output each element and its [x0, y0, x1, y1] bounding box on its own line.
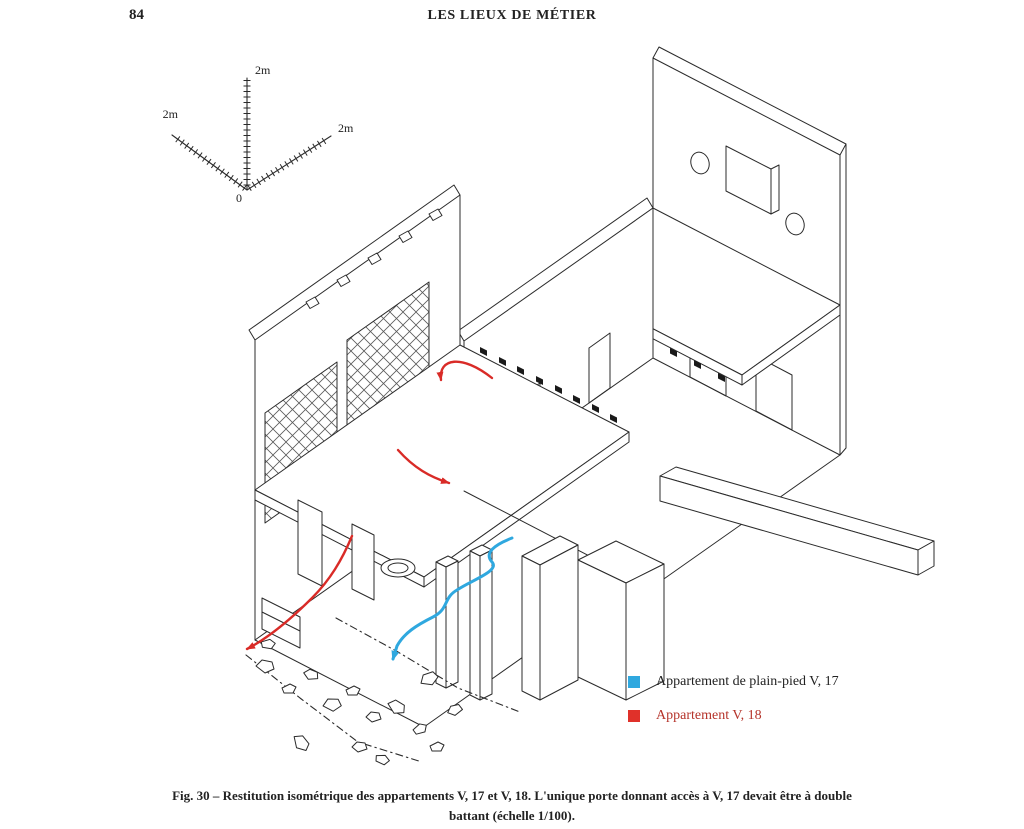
pillars: [435, 544, 493, 701]
route-apartment-v18: [245, 360, 494, 651]
scale-label-left: 2m: [163, 107, 179, 121]
legend-item-v17: Appartement de plain-pied V, 17: [628, 672, 839, 692]
legend-label: Appartement de plain-pied V, 17: [656, 674, 839, 689]
round-window: [785, 212, 805, 236]
legend-label: Appartement V, 18: [656, 708, 762, 723]
street-curb: [659, 466, 935, 576]
running-header: LES LIEUX DE MÉTIER: [427, 8, 597, 23]
scale-label-right: 2m: [338, 121, 354, 135]
caption-line-2: battant (échelle 1/100).: [448, 808, 575, 824]
legend-item-v18: Appartement V, 18: [628, 706, 839, 726]
page-number: 84: [129, 7, 144, 23]
scale-label-top: 2m: [255, 63, 271, 77]
door-opening: [588, 332, 611, 404]
left-wing: [248, 184, 841, 728]
round-window: [690, 151, 710, 175]
right-hall: [554, 46, 847, 456]
scale-axes: 2m 2m 2m 0: [163, 63, 354, 205]
legend-swatch-red: [628, 710, 640, 722]
threshold: [261, 597, 301, 649]
legend-swatch-blue: [628, 676, 640, 688]
figure-caption: Fig. 30 – Restitution isométrique des ap…: [72, 786, 952, 826]
figure-legend: Appartement de plain-pied V, 17 Appartem…: [628, 672, 839, 740]
route-apartment-v17: [391, 536, 514, 661]
front-corner-walls: [521, 535, 665, 701]
scale-label-origin: 0: [236, 191, 242, 205]
rubble-field: [245, 617, 521, 767]
pier: [351, 523, 375, 601]
oven-mouth: [380, 558, 416, 578]
pier: [297, 499, 323, 587]
caption-line-1: Fig. 30 – Restitution isométrique des ap…: [172, 788, 852, 803]
